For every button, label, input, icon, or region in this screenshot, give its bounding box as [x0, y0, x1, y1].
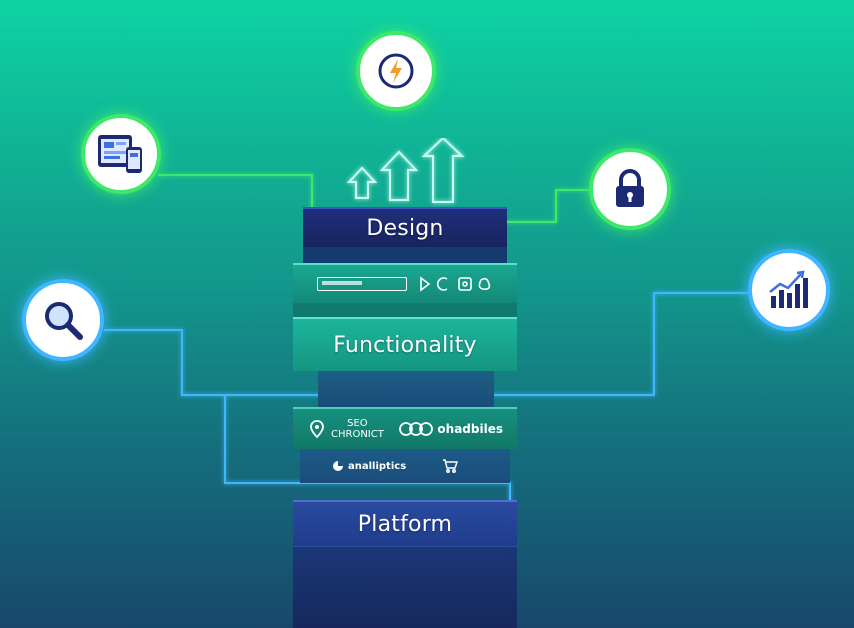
search-icon-badge [22, 279, 104, 361]
seo-label: SEO [347, 418, 368, 429]
location-pin-icon [310, 420, 324, 438]
cart-icon [443, 459, 458, 473]
layer-functionality-label: Functionality [333, 332, 477, 358]
arrow-medium-icon [379, 150, 419, 201]
toolbar-tool-icons [420, 276, 491, 292]
lightning-icon [378, 53, 414, 89]
chatbot-bubbles-icon [399, 422, 434, 436]
analytics-widget: analliptics [332, 460, 406, 472]
bar-chart-growth-icon [769, 270, 808, 308]
layer-design-label: Design [366, 215, 444, 241]
chatbot-label: ohadbiles [437, 422, 503, 436]
arrow-small-icon [346, 166, 378, 199]
magnifier-icon [45, 302, 83, 340]
analytics-label: analliptics [348, 460, 407, 472]
layer-analytics: analliptics [300, 449, 510, 483]
layer-functionality-side [318, 371, 494, 407]
toolbar-input-bar [317, 277, 407, 291]
growth-arrows [346, 138, 465, 203]
layer-platform: Platform [293, 500, 517, 546]
seo-widget: SEO CHRONICT [309, 418, 384, 440]
top-icon-badge [356, 31, 436, 111]
layer-design: Design [303, 207, 507, 247]
analytics-icon [333, 461, 343, 471]
layer-toolbar [293, 263, 517, 303]
arrow-large-icon [421, 138, 465, 203]
devices-icon-badge [81, 114, 161, 194]
layer-toolbar-side [293, 303, 517, 317]
layer-integrations: SEO CHRONICT ohadbiles [293, 407, 517, 449]
padlock-icon [616, 169, 644, 207]
layer-design-side [303, 247, 507, 263]
connector-devices-design [158, 174, 313, 230]
layer-base [293, 546, 517, 628]
layer-functionality: Functionality [293, 317, 517, 371]
lock-icon-badge [589, 148, 671, 230]
chatbot-widget: ohadbiles [399, 420, 503, 438]
responsive-devices-icon [98, 135, 142, 173]
seo-sublabel: CHRONICT [331, 429, 384, 440]
growth-icon-badge [748, 249, 830, 331]
layer-platform-label: Platform [357, 511, 453, 537]
